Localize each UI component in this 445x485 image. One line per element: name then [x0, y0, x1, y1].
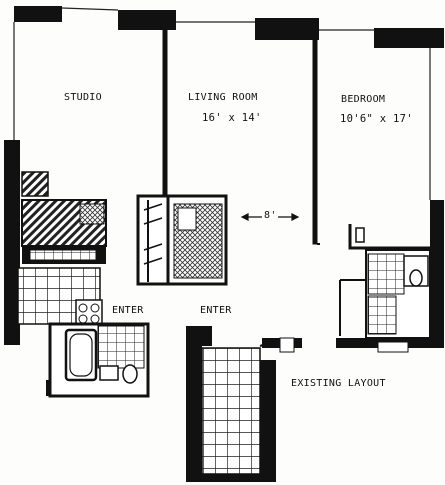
bedroom-bath: [339, 224, 431, 339]
outline-lines: [13, 7, 431, 200]
lower-kitchen: [186, 339, 279, 482]
studio-entry-label: ENTER: [112, 305, 144, 316]
plan-caption: EXISTING LAYOUT: [291, 378, 386, 389]
studio-bathroom: [46, 322, 150, 398]
living-room-label: LIVING ROOM: [188, 92, 258, 103]
studio-kitchen: [17, 171, 107, 327]
dimension-arrow: [240, 213, 300, 221]
bedroom-label: BEDROOM: [341, 94, 386, 105]
passage-width-label: 8': [264, 210, 277, 221]
main-entry-label: ENTER: [200, 305, 232, 316]
central-closets: [136, 194, 228, 286]
studio-label: STUDIO: [64, 92, 102, 103]
bedroom-dimensions: 10'6" x 17': [340, 113, 413, 125]
entry-stubs: [186, 326, 409, 353]
living-room-dimensions: 16' x 14': [202, 112, 262, 124]
